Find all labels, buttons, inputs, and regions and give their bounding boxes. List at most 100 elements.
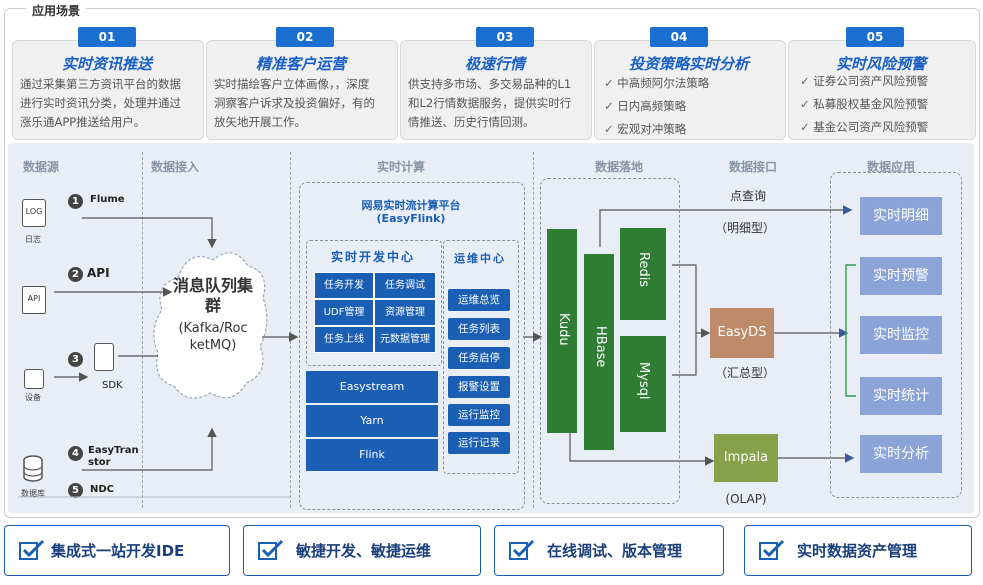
compute-platform-box [299, 182, 525, 510]
source-number-1: 1 [68, 194, 83, 209]
scenario-title-4: 投资策略实时分析 [628, 55, 749, 73]
source-number-2: 2 [68, 267, 83, 282]
scenario-badge-2: 02 [276, 27, 334, 47]
app-realtime-analysis: 实时分析 [860, 435, 942, 473]
ops-item-alert: 报警设置 [448, 376, 510, 398]
scenario-title-2: 精准客户运营 [255, 55, 346, 73]
dev-cell-deploy: 任务上线 [314, 326, 374, 353]
feature-agile: 敏捷开发、敏捷运维 [243, 525, 481, 576]
scenario-card-1 [12, 40, 204, 140]
engine-yarn: Yarn [306, 405, 438, 437]
ops-item-records: 运行记录 [448, 432, 510, 454]
source-number-4: 4 [68, 446, 83, 461]
separator [142, 152, 143, 508]
storage-redis: Redis [620, 228, 666, 320]
phone-icon [94, 343, 114, 371]
ops-item-overview: 运维总览 [448, 289, 510, 311]
ops-item-start-stop: 任务启停 [448, 347, 510, 369]
scenario-title-3: 极速行情 [464, 55, 525, 73]
log-file-icon: LOG [22, 199, 46, 227]
ops-item-task-list: 任务列表 [448, 318, 510, 340]
database-icon [23, 455, 43, 482]
storage-hbase: HBase [584, 254, 614, 450]
source-number-3: 3 [68, 352, 83, 367]
section-label-ingest: 数据接入 [150, 160, 199, 174]
feature-ide: 集成式一站开发IDE [4, 525, 230, 576]
checkbox-check-icon [19, 539, 45, 560]
interface-summary-type: （汇总型） [714, 366, 775, 380]
source-easytranstor: EasyTranstor [88, 445, 139, 468]
app-realtime-detail: 实时明细 [860, 197, 942, 235]
scenario-badge-4: 04 [650, 27, 708, 47]
dev-cell-resource: 资源管理 [374, 299, 436, 326]
dev-cell-task-debug: 任务调试 [374, 272, 436, 299]
scenario-badge-3: 03 [476, 27, 534, 47]
app-realtime-monitor: 实时监控 [860, 316, 942, 354]
checkbox-check-icon [258, 539, 284, 560]
mq-subtitle: (Kafka/RocketMQ) [178, 321, 248, 353]
separator [290, 152, 291, 508]
interface-easyds: EasyDS [710, 308, 774, 358]
ops-center-box [443, 240, 519, 474]
api-window-icon: API [22, 286, 46, 314]
scenario-badge-1: 01 [78, 27, 136, 47]
storage-kudu: Kudu [547, 229, 577, 433]
interface-impala: Impala [714, 434, 778, 482]
dev-cell-task-dev: 任务开发 [314, 272, 374, 299]
interface-detail-type: （明细型） [714, 221, 775, 235]
source-api: API [87, 266, 110, 280]
section-label-interface: 数据接口 [728, 160, 777, 174]
interface-olap: (OLAP) [725, 492, 767, 506]
source-ndc: NDC [90, 484, 115, 495]
platform-subtitle: (EasyFlink) [376, 212, 446, 225]
scenario-desc-1: 通过采集第三方资讯平台的数据 进行实时资讯分类，处理并通过 涨乐通APP推送给用… [20, 77, 181, 129]
source-caption-db: 数据库 [21, 489, 45, 498]
scenario-badge-5: 05 [846, 27, 904, 47]
source-number-5: 5 [68, 483, 83, 498]
dev-center-box [306, 240, 442, 366]
dev-cell-udf: UDF管理 [314, 299, 374, 326]
dev-center-title: 实时开发中心 [330, 250, 415, 264]
scenario-card-2 [206, 40, 398, 140]
source-caption-log: 日志 [25, 235, 41, 244]
feature-label: 在线调试、版本管理 [547, 542, 683, 560]
scenario-title-1: 实时资讯推送 [61, 55, 152, 73]
storage-mysql: Mysql [620, 336, 666, 432]
feature-label: 集成式一站开发IDE [51, 542, 185, 560]
mq-title: 消息队列集群 [172, 276, 253, 315]
ops-center-title: 运维中心 [454, 252, 506, 265]
feature-debug: 在线调试、版本管理 [494, 525, 724, 576]
dev-cell-metadata: 元数据管理 [374, 326, 436, 353]
checkbox-check-icon [509, 539, 535, 560]
scenario-bullets-4: 中高频阿尔法策略 日内高频策略 宏观对冲策略 [604, 72, 782, 141]
scenario-title-5: 实时风险预警 [835, 55, 926, 73]
feature-asset: 实时数据资产管理 [744, 525, 972, 576]
cloud-icon [153, 252, 268, 399]
scenario-desc-3: 供支持多市场、多交易品种的L1 和L2行情数据服务，提供实时行 情推送、历史行情… [408, 77, 572, 129]
source-sdk: SDK [102, 380, 123, 391]
source-caption-device: 设备 [25, 393, 41, 402]
engine-easystream: Easystream [306, 371, 438, 403]
section-label-application: 数据应用 [866, 160, 915, 174]
app-realtime-stats: 实时统计 [860, 377, 942, 415]
storage-box [540, 178, 680, 504]
section-label-storage: 数据落地 [594, 160, 643, 174]
source-flume: Flume [90, 194, 125, 205]
checkbox-check-icon [759, 539, 785, 560]
scenario-frame [4, 8, 980, 518]
mobile-device-icon [24, 369, 44, 389]
application-box [830, 172, 962, 498]
scenario-desc-2: 实时描绘客户立体画像，，深度 洞察客户诉求及投资偏好，有的 放矢地开展工作。 [214, 77, 375, 129]
scenario-bullets-5: 证券公司资产风险预警 私募股权基金风险预警 基金公司资产风险预警 [800, 70, 972, 139]
app-realtime-alert: 实时预警 [860, 257, 942, 295]
separator [533, 152, 534, 508]
feature-label: 敏捷开发、敏捷运维 [296, 542, 432, 560]
engine-flink: Flink [306, 439, 438, 471]
section-label-compute: 实时计算 [376, 160, 425, 174]
ops-item-monitor: 运行监控 [448, 404, 510, 426]
section-title: 应用场景 [26, 2, 87, 19]
section-label-source: 数据源 [22, 160, 59, 174]
feature-label: 实时数据资产管理 [797, 542, 918, 560]
interface-point-query: 点查询 [729, 189, 766, 203]
